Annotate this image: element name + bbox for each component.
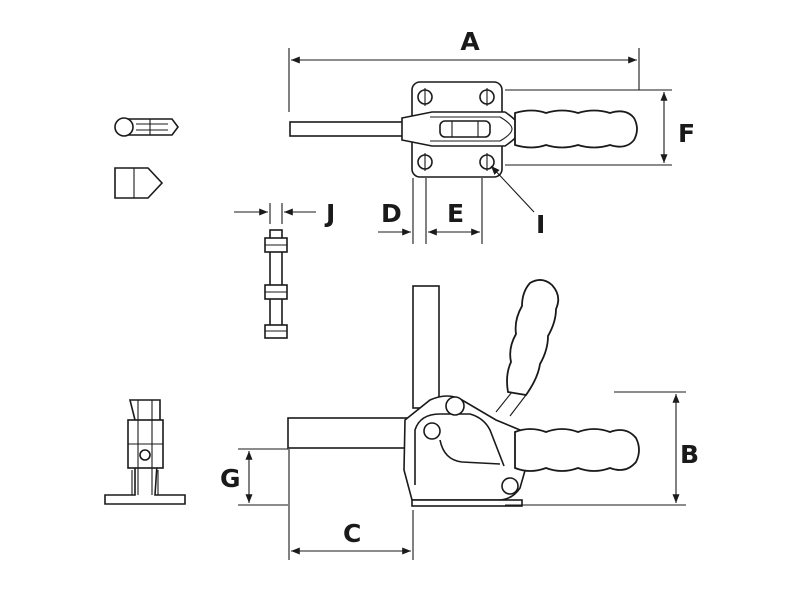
dimension-label-d: D <box>381 199 402 228</box>
dimension-label-b: B <box>680 440 699 469</box>
dimension-label-j: J <box>324 199 335 228</box>
top-view <box>289 81 638 178</box>
dimension-label-f: F <box>678 119 695 148</box>
dimension-label-c: C <box>343 519 361 548</box>
dimension-label-i: I <box>536 210 545 239</box>
dimension-label-e: E <box>447 199 464 228</box>
dimension-a: A <box>288 27 640 112</box>
end-view <box>104 399 186 505</box>
dimension-label-g: G <box>220 464 241 493</box>
dimension-i: I <box>490 165 545 239</box>
dimension-e: E <box>428 178 483 244</box>
dimension-c: C <box>288 449 414 560</box>
dimension-f: F <box>505 89 695 166</box>
spindle-tip-detail <box>114 117 179 199</box>
dimension-j: J <box>234 199 335 228</box>
side-view <box>287 279 640 507</box>
spindle-detail <box>264 229 288 339</box>
dimension-b: B <box>505 391 699 506</box>
dimension-label-a: A <box>460 27 480 56</box>
dimension-g: G <box>220 448 288 506</box>
dimension-d: D <box>378 178 427 244</box>
